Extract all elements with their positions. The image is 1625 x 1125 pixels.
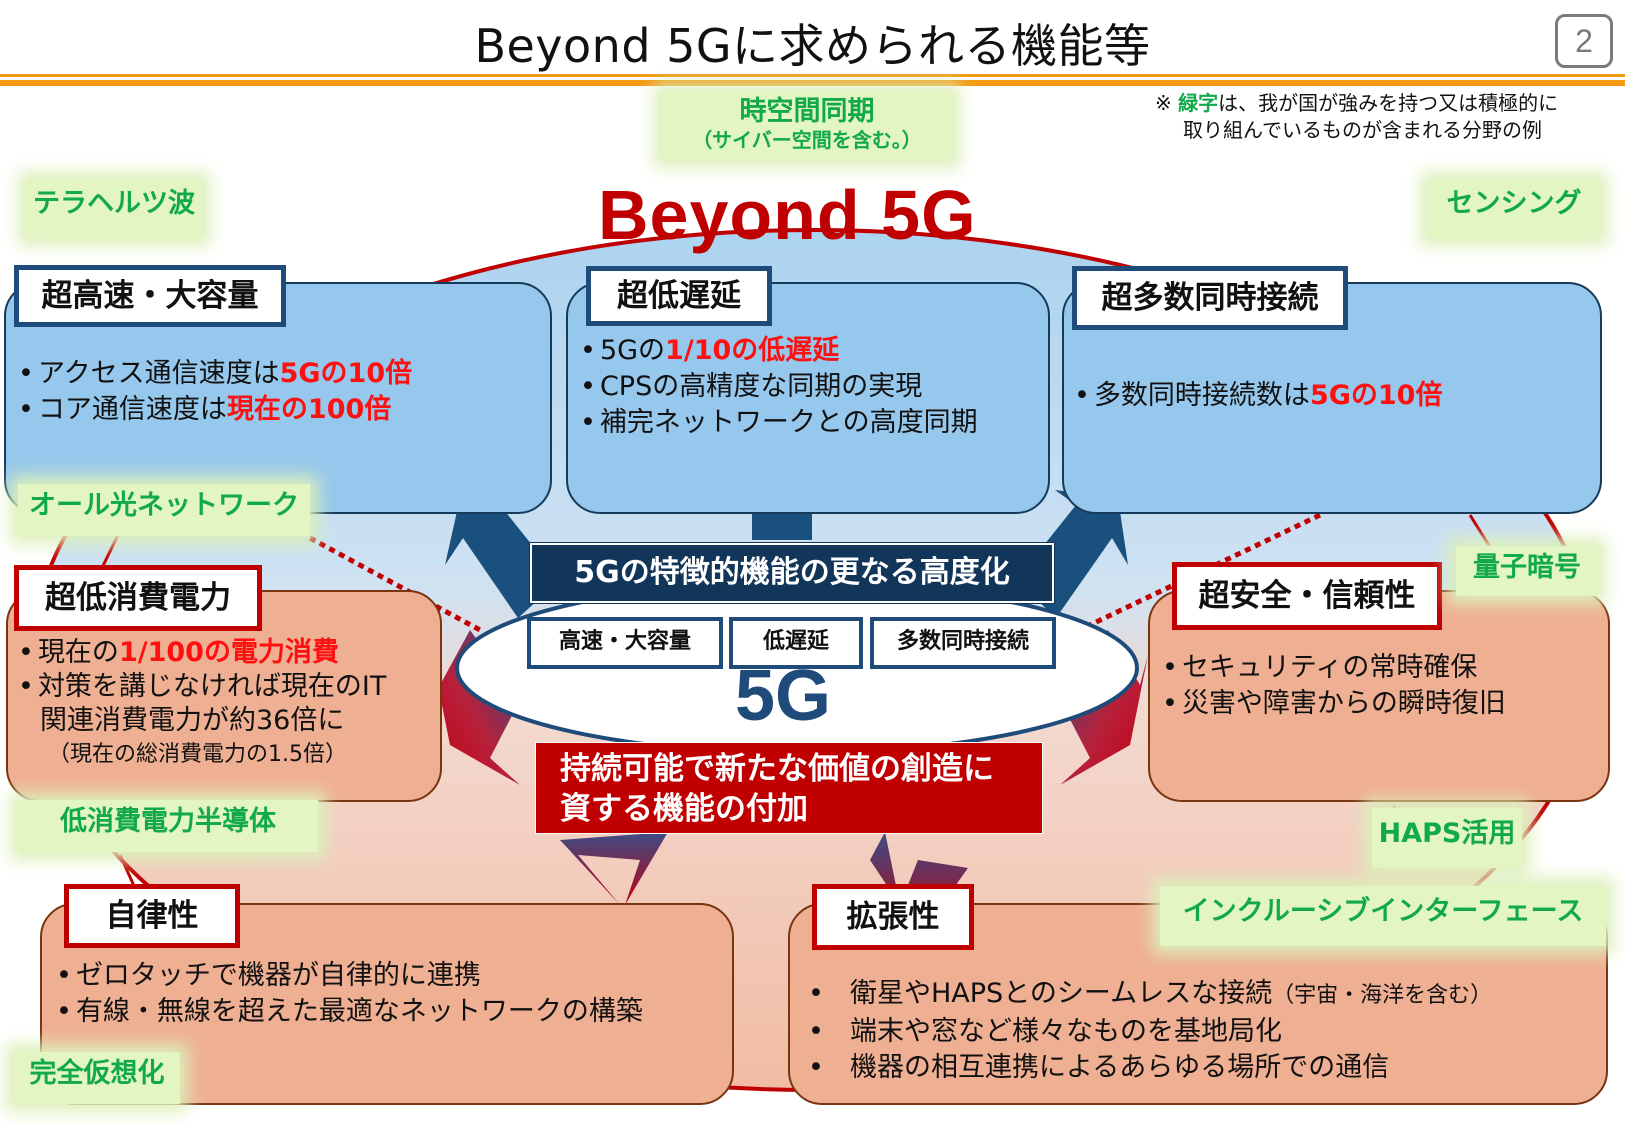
page-number: 2 bbox=[1555, 14, 1613, 68]
tag-full-virtualization: 完全仮想化 bbox=[14, 1052, 180, 1104]
tag-haps: HAPS活用 bbox=[1372, 808, 1522, 868]
note-green-word: 緑字 bbox=[1178, 91, 1219, 115]
value-creation-banner: 持続可能で新たな価値の創造に 資する機能の付加 bbox=[535, 742, 1043, 834]
tag-inclusive-interface: インクルーシブインターフェース bbox=[1160, 886, 1606, 946]
panel-title-autonomy: 自律性 bbox=[64, 884, 240, 948]
panel-title-speed: 超高速・大容量 bbox=[14, 265, 286, 327]
panel-title-security: 超安全・信頼性 bbox=[1172, 562, 1442, 630]
panel-autonomy-bullets: ゼロタッチで機器が自律的に連携 有線・無線を超えた最適なネットワークの構築 bbox=[56, 958, 643, 1030]
panel-latency-bullets: 5Gの1/10の低遅延 CPSの高精度な同期の実現 補完ネットワークとの高度同期 bbox=[580, 333, 978, 441]
panel-connections-bullets: 多数同時接続数は5Gの10倍 bbox=[1074, 378, 1443, 414]
bullet-item: 災害や障害からの瞬時復旧 bbox=[1162, 686, 1506, 722]
panel-title-latency: 超低遅延 bbox=[586, 266, 772, 326]
panel-title-extensibility: 拡張性 bbox=[812, 884, 974, 950]
bullet-continuation: 関連消費電力が約36倍に bbox=[40, 705, 345, 736]
advancement-banner: 5Gの特徴的機能の更なる高度化 bbox=[529, 542, 1055, 604]
bullet-item: 多数同時接続数は5Gの10倍 bbox=[1074, 378, 1443, 414]
tag-quantum-crypto: 量子暗号 bbox=[1456, 546, 1598, 596]
arrow-to-power bbox=[432, 630, 520, 785]
bullet-item: アクセス通信速度は5Gの10倍 bbox=[18, 356, 412, 392]
arrow-to-autonomy bbox=[560, 832, 668, 905]
arrow-to-extensibility bbox=[870, 832, 968, 935]
value-banner-line1: 持続可能で新たな価値の創造に bbox=[560, 751, 994, 787]
panel-speed-bullets: アクセス通信速度は5Gの10倍 コア通信速度は現在の100倍 bbox=[18, 356, 412, 428]
tag-low-power-semiconductor: 低消費電力半導体 bbox=[18, 800, 318, 852]
bullet-item: •機器の相互連携によるあらゆる場所での通信 bbox=[808, 1052, 1390, 1083]
bullet-item: コア通信速度は現在の100倍 bbox=[18, 392, 412, 428]
panel-power-bullets: 現在の1/100の電力消費 対策を講じなければ現在のIT 関連消費電力が約36倍… bbox=[18, 636, 386, 772]
bullet-note: （現在の総消費電力の1.5倍） bbox=[48, 742, 347, 767]
bullet-item: CPSの高精度な同期の実現 bbox=[580, 369, 978, 405]
header-rule-thick bbox=[0, 80, 1625, 86]
bullet-item: 5Gの1/10の低遅延 bbox=[580, 333, 978, 369]
bullet-item: 現在の1/100の電力消費 bbox=[18, 636, 386, 670]
fiveg-feature-connections: 多数同時接続 bbox=[870, 617, 1056, 669]
note-line1: は、我が国が強みを持つ又は積極的に bbox=[1218, 91, 1559, 115]
legend-note: ※ 緑字は、我が国が強みを持つ又は積極的に 取り組んでいるものが含まれる分野の例 bbox=[1155, 90, 1558, 144]
note-line2: 取り組んでいるものが含まれる分野の例 bbox=[1183, 118, 1542, 142]
fiveg-feature-latency: 低遅延 bbox=[729, 617, 863, 669]
bullet-item: ゼロタッチで機器が自律的に連携 bbox=[56, 958, 643, 994]
panel-extensibility-bullets: •衛星やHAPSとのシームレスな接続（宇宙・海洋を含む） •端末や窓など様々なも… bbox=[808, 976, 1492, 1086]
tag-spacetime-sync: 時空間同期 （サイバー空間を含む。） bbox=[662, 92, 952, 160]
panel-security-bullets: セキュリティの常時確保 災害や障害からの瞬時復旧 bbox=[1162, 650, 1506, 722]
bullet-item: •衛星やHAPSとのシームレスな接続（宇宙・海洋を含む） bbox=[808, 978, 1493, 1009]
bullet-item: •端末や窓など様々なものを基地局化 bbox=[808, 1016, 1282, 1047]
bullet-item: セキュリティの常時確保 bbox=[1162, 650, 1506, 686]
fiveg-label: 5G bbox=[734, 656, 832, 736]
tag-sensing: センシング bbox=[1428, 180, 1600, 238]
slide-title: Beyond 5Gに求められる機能等 bbox=[474, 19, 1151, 73]
beyond-5g-logo: Beyond 5G bbox=[598, 176, 977, 254]
tag-all-optical-network: オール光ネットワーク bbox=[18, 484, 310, 536]
fiveg-feature-speed: 高速・大容量 bbox=[527, 617, 723, 669]
panel-title-power: 超低消費電力 bbox=[14, 565, 262, 631]
bullet-item: 補完ネットワークとの高度同期 bbox=[580, 405, 978, 441]
bullet-item: 対策を講じなければ現在のIT bbox=[18, 670, 386, 704]
value-banner-line2: 資する機能の付加 bbox=[560, 791, 808, 827]
header-rule-thin bbox=[0, 74, 1625, 77]
panel-title-connections: 超多数同時接続 bbox=[1072, 266, 1348, 330]
tag-terahertz: テラヘルツ波 bbox=[26, 180, 202, 238]
note-prefix: ※ bbox=[1155, 91, 1179, 115]
bullet-item: 有線・無線を超えた最適なネットワークの構築 bbox=[56, 994, 643, 1030]
